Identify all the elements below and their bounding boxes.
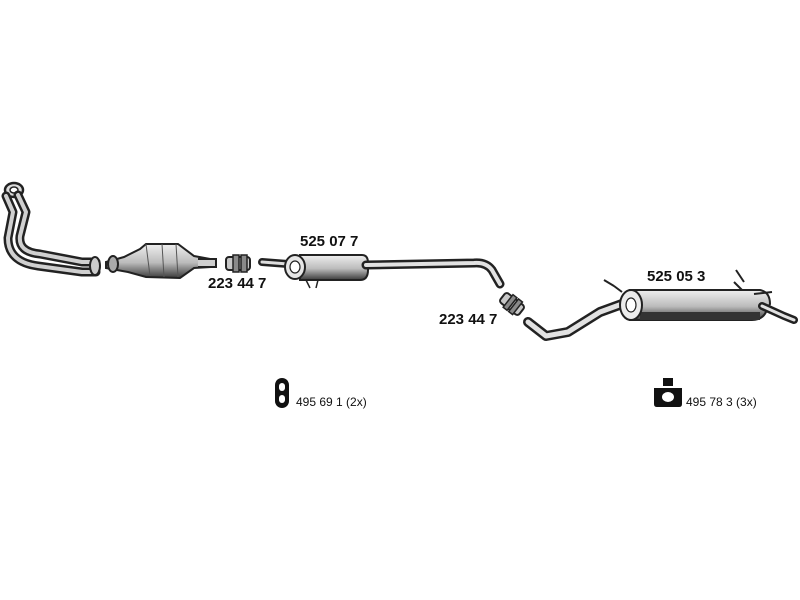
clamp-icon (499, 292, 525, 316)
rear-silencer-part-number: 525 05 3 (647, 268, 706, 285)
clamp-2-part-number: 223 44 7 (439, 311, 498, 328)
catalytic-converter-icon (105, 243, 217, 280)
hanger-accessory-label: 495 69 1 (2x) (296, 395, 367, 409)
clamp-1-part-number: 223 44 7 (208, 275, 267, 292)
middle-silencer-part-number: 525 07 7 (300, 233, 359, 250)
rubber-mount-icon (654, 378, 682, 407)
rubber-hanger-icon (275, 378, 289, 408)
mount-accessory-label: 495 78 3 (3x) (686, 395, 757, 409)
rear-silencer-icon (523, 269, 798, 341)
front-pipe-icon (1, 181, 101, 277)
clamp-icon (225, 254, 251, 273)
middle-silencer-icon (258, 254, 505, 289)
